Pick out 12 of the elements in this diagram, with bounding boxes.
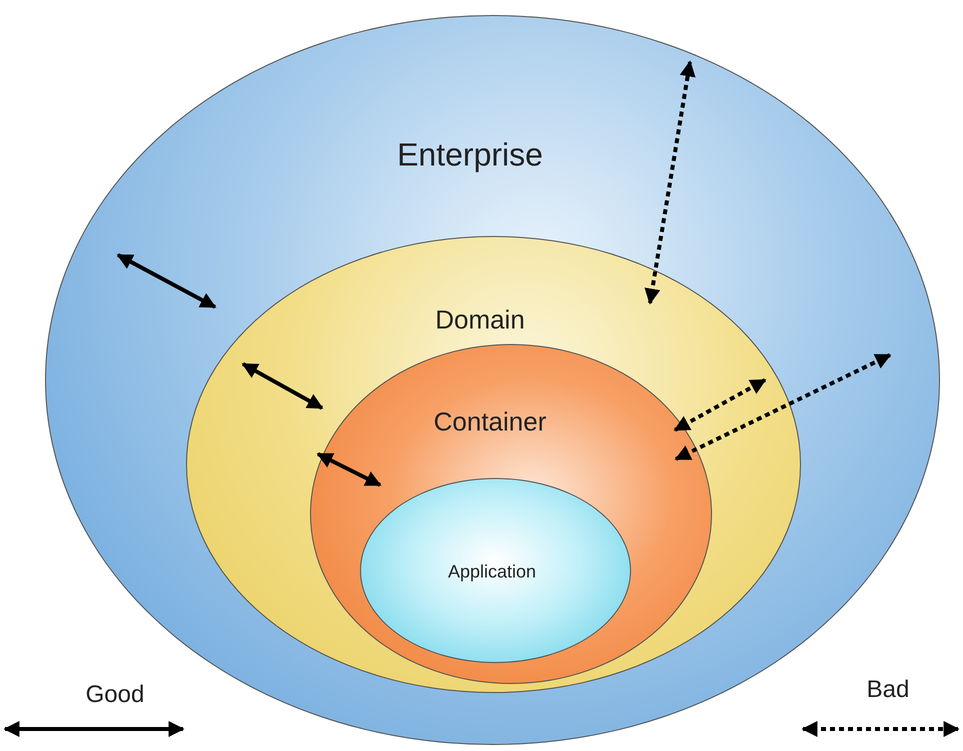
double-arrow xyxy=(674,378,766,432)
legend-label: Bad xyxy=(866,676,910,704)
legend-label: Good xyxy=(86,681,144,709)
double-arrow xyxy=(316,452,382,487)
double-arrow xyxy=(674,353,892,461)
region-label: Enterprise xyxy=(397,136,543,174)
region-label: Domain xyxy=(435,304,525,336)
double-arrow xyxy=(242,362,324,410)
region-label: Container xyxy=(434,406,546,438)
double-arrow xyxy=(644,60,696,305)
region-label: Application xyxy=(448,562,536,582)
double-arrow xyxy=(116,253,216,309)
